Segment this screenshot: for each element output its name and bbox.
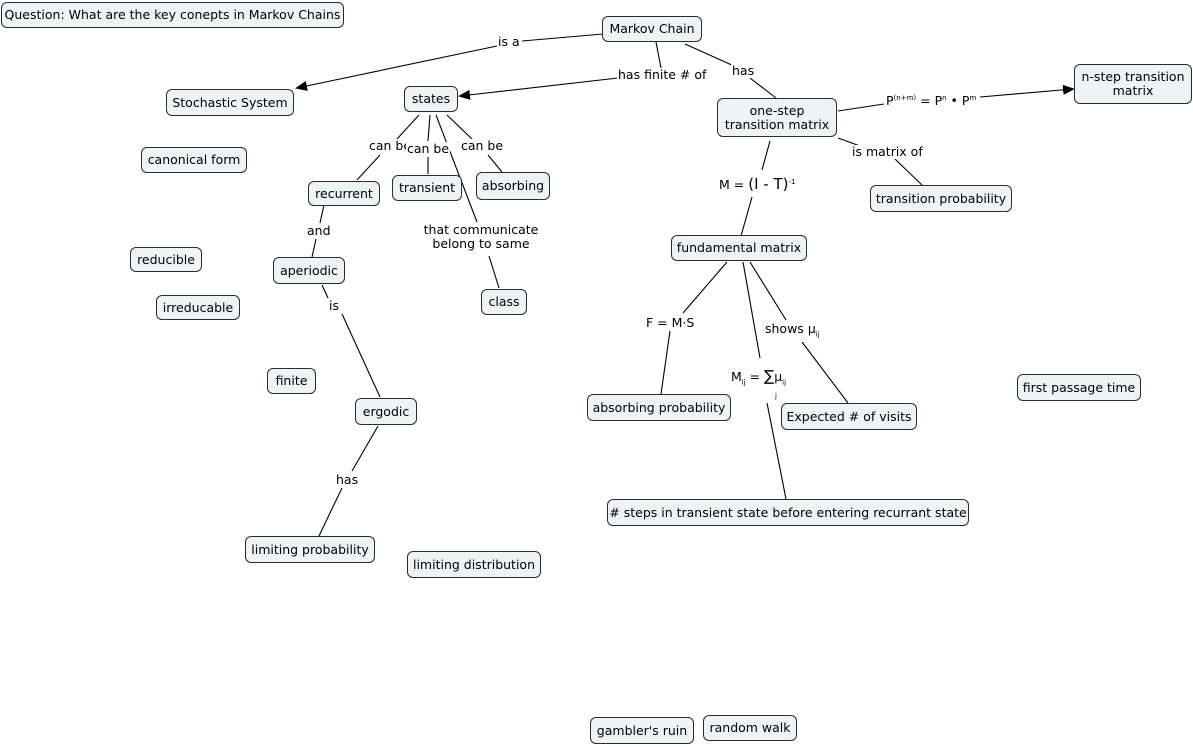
mu-sum-subscript: ij xyxy=(782,378,787,387)
formula-inverse: -1 xyxy=(788,178,796,186)
first-passage-time-node[interactable]: first passage time xyxy=(1017,374,1141,401)
connector-line xyxy=(427,114,431,142)
formula-mij: M xyxy=(731,369,742,384)
connector-line xyxy=(761,140,771,171)
link-label-is-matrix-of: is matrix of xyxy=(851,144,924,159)
connector-line xyxy=(837,103,885,112)
connector-line xyxy=(341,313,381,398)
connector-line xyxy=(766,402,787,500)
stochastic-system-node[interactable]: Stochastic System xyxy=(166,89,294,116)
connector-line xyxy=(351,425,379,472)
link-label-f-eq-ms: F = M·S xyxy=(645,315,696,330)
formula-p2: P xyxy=(961,93,970,109)
absorbing-node[interactable]: absorbing xyxy=(476,172,550,200)
mu-symbol: μ xyxy=(807,321,816,336)
link-label-can-be-absorbing: can be xyxy=(460,138,505,153)
connector-line xyxy=(894,158,924,187)
connector-line xyxy=(311,238,317,258)
absorbing-probability-node[interactable]: absorbing probability xyxy=(587,394,731,421)
connector-line xyxy=(742,261,761,359)
reducible-node[interactable]: reducible xyxy=(130,247,202,272)
connector-line xyxy=(458,77,619,100)
transition-formula: P(n+m) = Pn • Pm xyxy=(885,91,978,109)
formula-mij-eq: = xyxy=(745,369,765,384)
formula-eq-p: = P xyxy=(920,93,943,109)
aperiodic-node[interactable]: aperiodic xyxy=(273,257,345,284)
sum-index: j xyxy=(774,392,778,400)
canonical-form-node[interactable]: canonical form xyxy=(141,147,247,173)
link-label-can-be-recurrent: can be xyxy=(368,138,413,153)
connector-line xyxy=(684,43,735,67)
formula-exp-m: m xyxy=(969,94,977,102)
irreducable-node[interactable]: irreducable xyxy=(156,295,240,320)
fundamental-matrix-node[interactable]: fundamental matrix xyxy=(671,235,807,261)
fundamental-formula: M = (I - T)-1 xyxy=(718,175,797,194)
connector-line xyxy=(837,137,861,147)
link-label-and: and xyxy=(306,223,332,238)
connector-line xyxy=(435,114,478,223)
link-label-communicate: that communicate belong to same xyxy=(420,223,542,251)
link-label-shows: shows μij xyxy=(764,322,821,342)
formula-p: P xyxy=(886,93,894,109)
connector-line xyxy=(321,284,329,299)
states-node[interactable]: states xyxy=(404,86,458,112)
transient-node[interactable]: transient xyxy=(392,175,462,201)
connector-line xyxy=(446,114,473,140)
link-label-has: has xyxy=(731,63,756,78)
formula-dot: • xyxy=(950,93,958,109)
link-label-is-a: is a xyxy=(497,34,521,49)
link-label-has-limiting: has xyxy=(335,472,360,487)
connector-line xyxy=(319,204,325,224)
connector-line xyxy=(749,261,787,321)
connector-line xyxy=(396,114,420,140)
connector-line xyxy=(295,45,498,91)
link-label-can-be-transient: can be xyxy=(406,141,451,156)
finite-node[interactable]: finite xyxy=(267,368,316,394)
formula-m-eq: M = xyxy=(719,177,749,193)
steps-transient-node[interactable]: # steps in transient state before enteri… xyxy=(607,499,969,526)
connector-line xyxy=(318,487,343,537)
one-step-transition-matrix-node[interactable]: one-step transition matrix xyxy=(717,98,837,137)
connector-line xyxy=(356,154,381,181)
transition-probability-node[interactable]: transition probability xyxy=(870,185,1012,212)
connector-line xyxy=(801,341,849,404)
formula-exp-n: n xyxy=(942,94,947,102)
link-label-has-finite: has finite # of xyxy=(617,67,708,82)
connector-line xyxy=(655,41,662,69)
formula-exp-nm: (n+m) xyxy=(893,94,917,102)
mij-sum-formula: Mij = ∑μij xyxy=(730,367,788,390)
sum-symbol: ∑ xyxy=(764,367,775,385)
shows-text: shows xyxy=(765,321,804,336)
limiting-probability-node[interactable]: limiting probability xyxy=(245,536,375,563)
connector-line xyxy=(487,154,503,173)
connector-line xyxy=(660,330,671,395)
random-walk-node[interactable]: random walk xyxy=(703,715,797,741)
ergodic-node[interactable]: ergodic xyxy=(355,398,417,425)
question-node[interactable]: Question: What are the key conepts in Ma… xyxy=(1,2,344,28)
mu-symbol-sum: μ xyxy=(774,369,783,384)
formula-mij-sub: ij xyxy=(741,378,746,387)
n-step-transition-matrix-node[interactable]: n-step transition matrix xyxy=(1074,64,1192,104)
link-label-is: is xyxy=(328,298,340,313)
expected-visits-node[interactable]: Expected # of visits xyxy=(781,403,917,430)
connector-line xyxy=(979,84,1075,98)
markov-chain-node[interactable]: Markov Chain xyxy=(602,16,702,42)
class-node[interactable]: class xyxy=(481,289,527,315)
recurrent-node[interactable]: recurrent xyxy=(308,181,380,206)
connector-line xyxy=(740,196,753,237)
connector-line xyxy=(749,77,777,99)
limiting-distribution-node[interactable]: limiting distribution xyxy=(407,551,541,578)
connector-line xyxy=(521,33,604,42)
connector-line xyxy=(682,261,728,314)
formula-i-minus-t: (I - T) xyxy=(748,175,789,194)
gamblers-ruin-node[interactable]: gambler's ruin xyxy=(590,717,694,744)
connector-line xyxy=(488,255,500,289)
mu-subscript: ij xyxy=(815,330,820,339)
